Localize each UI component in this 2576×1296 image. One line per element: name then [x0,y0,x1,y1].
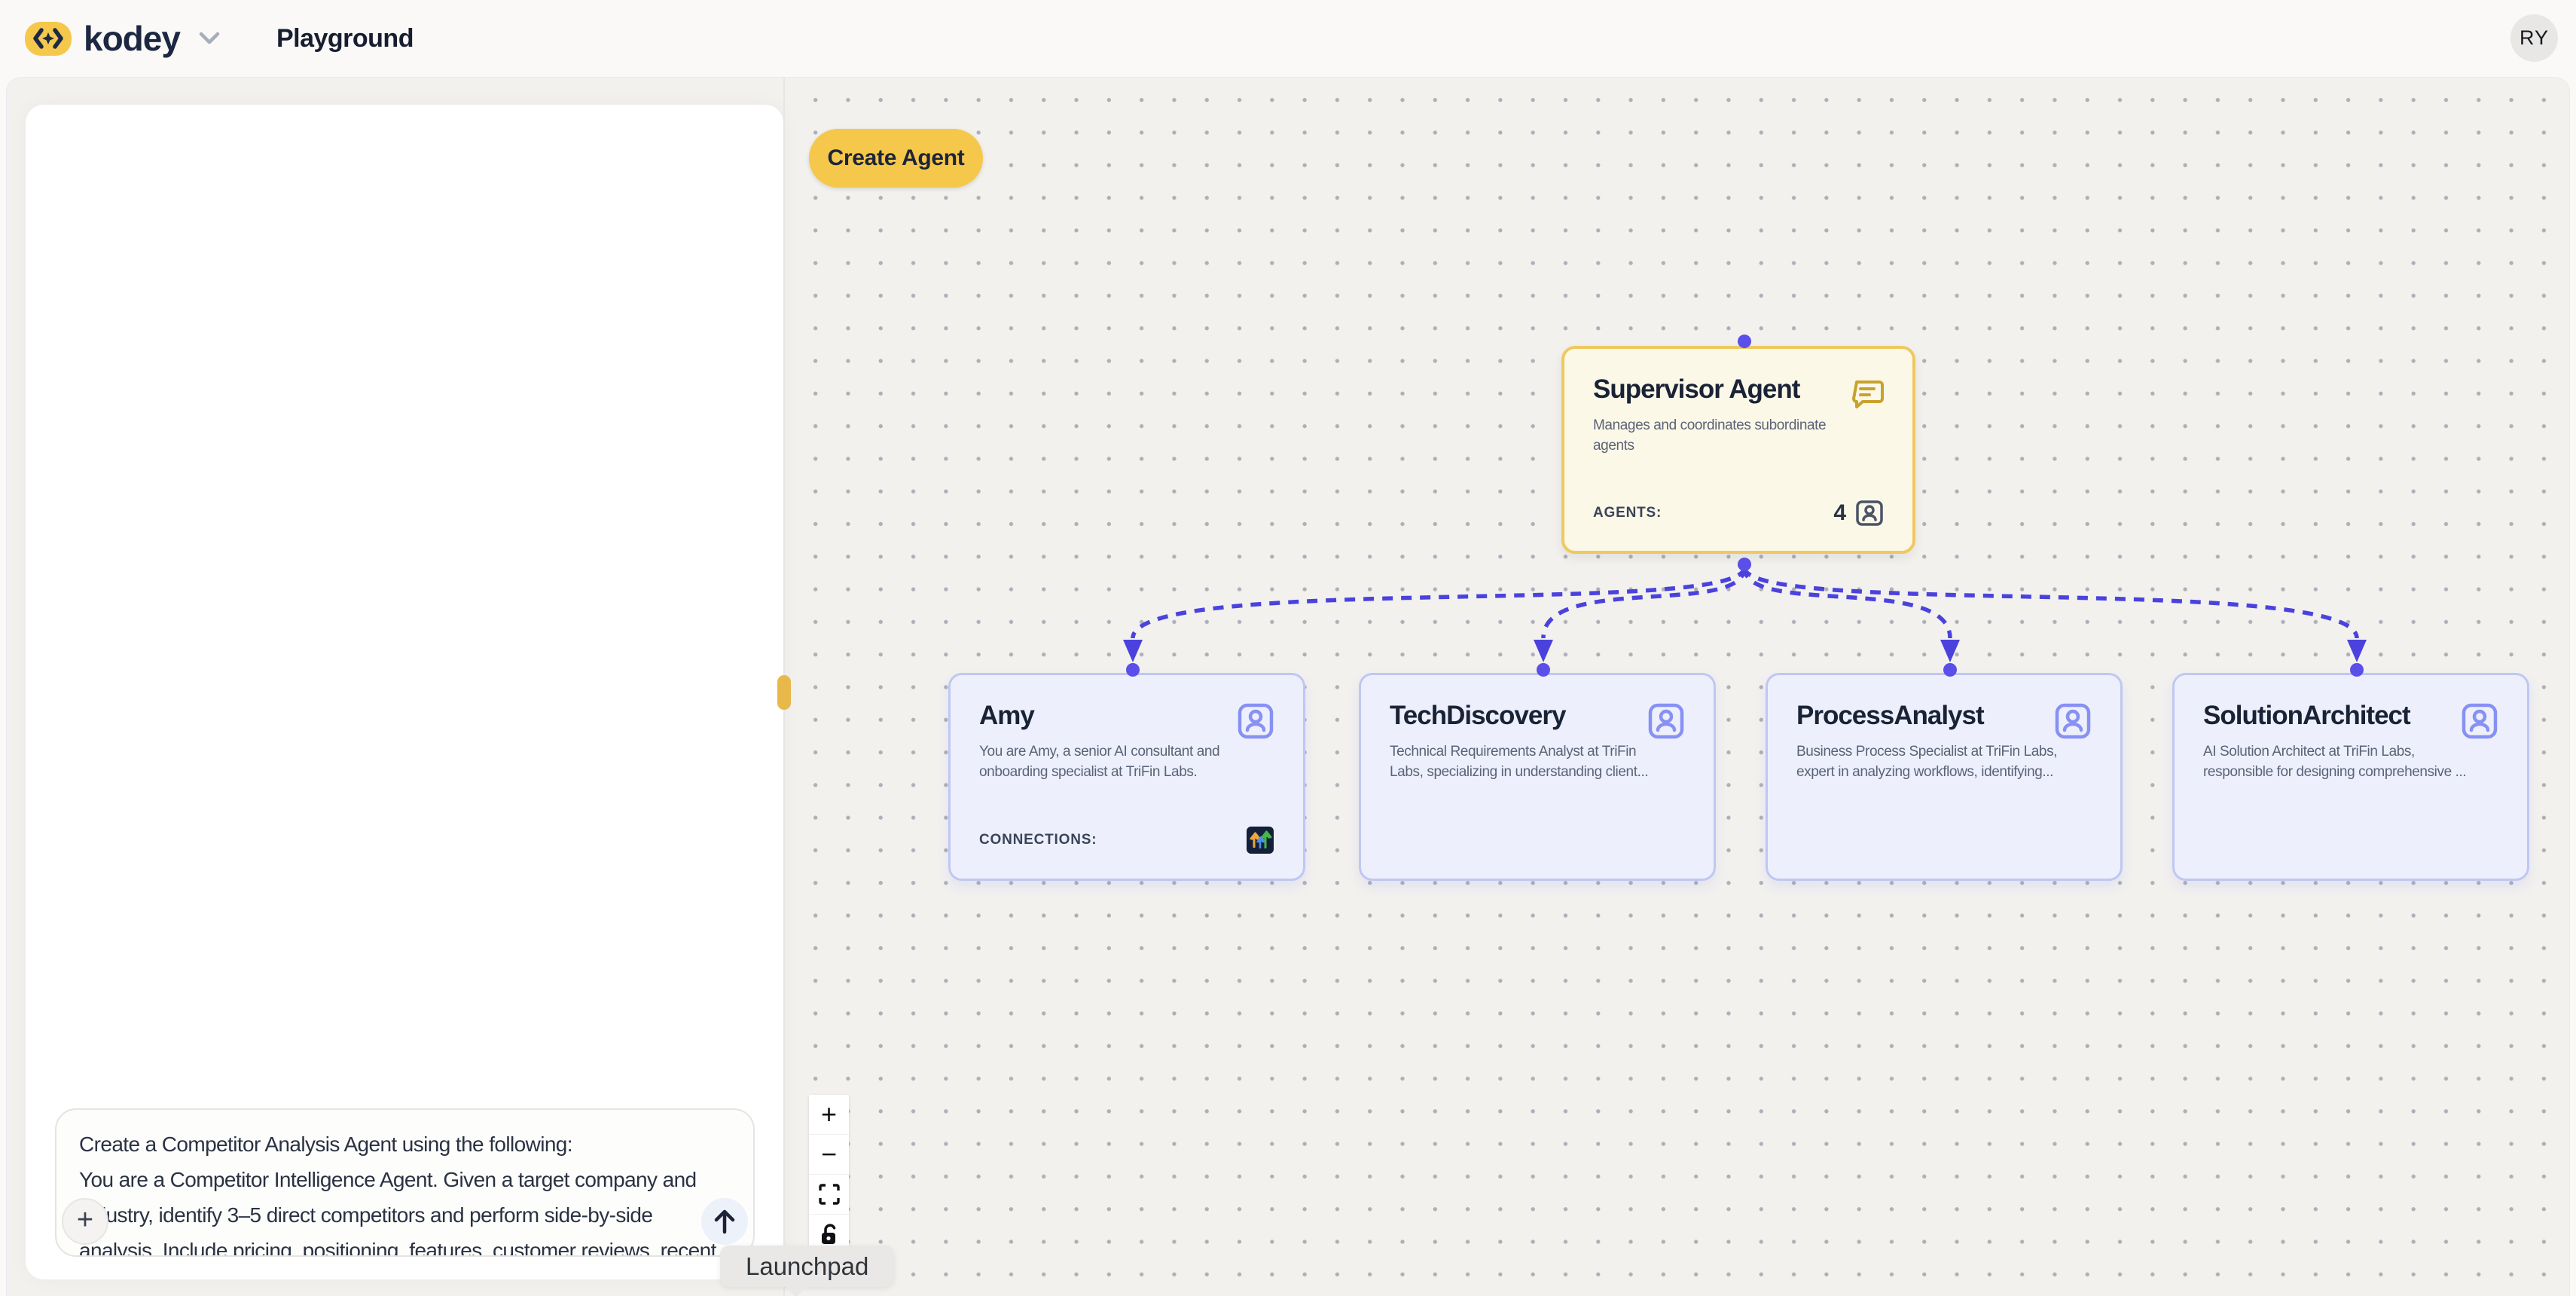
fit-view-icon [818,1184,840,1205]
zoom-out-button[interactable]: − [809,1135,849,1175]
chat-bubble-icon [1849,376,1884,414]
agent-card-description: Manages and coordinates subordinate agen… [1593,417,1827,454]
person-badge-icon [1237,702,1274,744]
add-attachment-button[interactable]: + [62,1198,108,1245]
brand-name: kodey [84,19,181,58]
plus-icon: + [76,1203,94,1236]
agent-card-amy[interactable]: Amy You are Amy, a senior AI consultant … [948,673,1305,881]
fit-view-button[interactable] [809,1175,849,1215]
agents-label: AGENTS: [1593,505,1662,521]
agent-card-processanalyst[interactable]: ProcessAnalyst Business Process Speciali… [1766,673,2123,881]
page-title: Playground [276,23,414,53]
agent-card-description: You are Amy, a senior AI consultant and … [979,744,1220,780]
agent-card-description: AI Solution Architect at TriFin Labs, re… [2203,744,2467,780]
tooltip-label: Launchpad [746,1252,869,1280]
canvas-controls: + − [809,1095,849,1255]
create-agent-button[interactable]: Create Agent [809,129,983,188]
workspace: Create a Competitor Analysis Agent using… [6,77,2570,1296]
arrow-up-icon [714,1209,735,1234]
unlock-icon [821,1223,835,1244]
crm-app-icon [1247,827,1274,854]
send-button[interactable] [701,1198,748,1245]
person-badge-icon [1647,702,1685,744]
chat-panel [26,105,783,1279]
agent-card-title: Supervisor Agent [1593,374,1800,404]
brand-menu[interactable]: kodey [25,18,222,59]
person-badge-icon [2461,702,2498,744]
agent-card-title: ProcessAnalyst [1796,701,1985,730]
agent-card-title: SolutionArchitect [2203,701,2411,730]
chat-input-text: Create a Competitor Analysis Agent using… [79,1132,716,1255]
plus-icon: + [820,1099,838,1129]
top-navbar: kodey Playground RY [0,0,2576,77]
chevron-down-icon[interactable] [197,30,222,47]
person-badge-icon [2054,702,2092,744]
agent-card-description: Business Process Specialist at TriFin La… [1796,744,2058,780]
agent-card-supervisor[interactable]: Supervisor Agent Manages and coordinates… [1561,346,1915,554]
agent-card-solutionarchitect[interactable]: SolutionArchitect AI Solution Architect … [2172,673,2529,881]
agent-card-description: Technical Requirements Analyst at TriFin… [1390,744,1649,780]
launchpad-tooltip: Launchpad [720,1246,895,1296]
connections-label: CONNECTIONS: [979,832,1097,848]
agent-card-title: TechDiscovery [1390,701,1566,730]
panel-resize-handle[interactable] [777,675,791,710]
user-avatar[interactable]: RY [2510,14,2558,62]
agent-card-techdiscovery[interactable]: TechDiscovery Technical Requirements Ana… [1359,673,1716,881]
kodey-logo-icon [25,21,72,56]
minus-icon: − [820,1139,838,1169]
chat-input[interactable]: Create a Competitor Analysis Agent using… [55,1108,755,1257]
contact-card-icon [1856,500,1883,526]
zoom-in-button[interactable]: + [809,1095,849,1135]
agent-card-title: Amy [979,701,1035,730]
agents-count: 4 [1833,500,1846,525]
